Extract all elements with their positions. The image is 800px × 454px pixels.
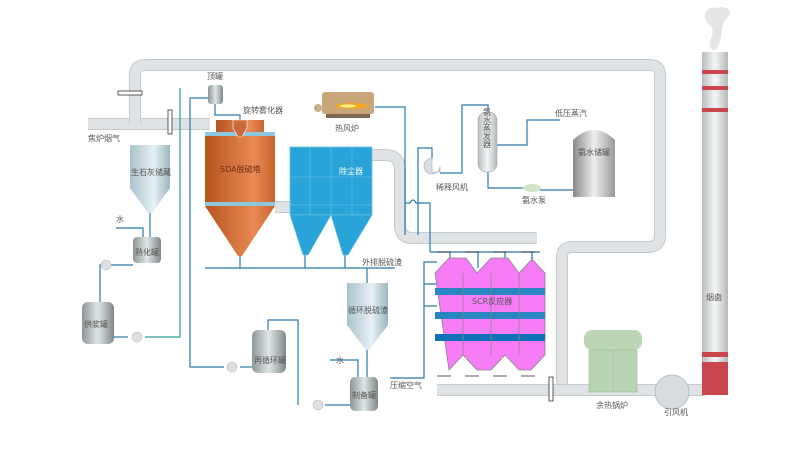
scr-reactor-label: SCR反应器	[472, 296, 512, 306]
slaking-tank-label: 熟化罐	[135, 247, 159, 257]
coke-flue-gas-label: 焦炉烟气	[88, 133, 120, 143]
ammonia-evaporator	[477, 111, 498, 173]
slurry-tank	[82, 302, 114, 344]
chimney-label: 烟囱	[706, 292, 722, 302]
scr-dampers	[437, 251, 535, 377]
chimney	[702, 7, 730, 395]
sda-tower-label: SDA脱硫塔	[220, 164, 261, 174]
hot-air-furnace	[314, 92, 374, 118]
smoke	[704, 7, 730, 50]
ammonia-pump	[523, 184, 541, 192]
dilution-fan	[423, 157, 441, 175]
water-label-1: 水	[116, 214, 124, 224]
pump-icon	[100, 259, 112, 271]
induced-draft-fan-label: 引风机	[664, 407, 688, 417]
slaking-tank	[133, 237, 161, 263]
pump-icon	[131, 331, 143, 343]
waste-heat-boiler-label: 余热锅炉	[596, 400, 628, 410]
recirculation-tank-label: 再循环罐	[254, 355, 286, 365]
pump-icon	[312, 399, 324, 411]
rotary-atomizer	[232, 119, 248, 138]
dust-collector	[289, 146, 373, 256]
ammonia-pump-label: 氨水泵	[522, 195, 546, 205]
dust-collector-label: 除尘器	[339, 166, 363, 176]
slurry-tank-label: 供浆罐	[84, 319, 108, 329]
sda-tower	[205, 120, 275, 256]
dilution-fan-label: 稀释风机	[436, 182, 468, 192]
dampers	[117, 90, 554, 402]
ammonia-storage	[573, 130, 615, 197]
induced-draft-fan	[654, 374, 690, 410]
hot-air-furnace-label: 热风炉	[335, 123, 359, 133]
waste-heat-boiler	[584, 330, 642, 393]
top-tank	[208, 85, 223, 104]
lime-storage	[130, 145, 170, 213]
recycle-slag-label: 循环脱硫渣	[348, 305, 388, 315]
ammonia-storage-label: 氨水储罐	[578, 147, 610, 157]
recycle-slag-silo	[347, 283, 388, 350]
scr-reactor	[434, 257, 546, 371]
preparation-tank	[350, 377, 378, 411]
lime-storage-label: 生石灰储藏	[131, 167, 171, 177]
compressed-air-label: 压缩空气	[390, 380, 422, 390]
recirculation-tank	[252, 330, 286, 373]
top-tank-label: 顶罐	[207, 71, 223, 81]
pump-icon	[226, 361, 238, 373]
water-label-2: 水	[336, 355, 344, 365]
preparation-tank-label: 制备罐	[352, 390, 376, 400]
discharge-slag-label: 外排脱硫渣	[362, 257, 402, 267]
low-pressure-steam-label: 低压蒸汽	[555, 108, 587, 118]
slurry-pumps	[100, 259, 324, 411]
ammonia-evaporator-label: 氨水蒸发器	[483, 107, 492, 149]
rotary-atomizer-label: 旋转雾化器	[243, 105, 283, 115]
